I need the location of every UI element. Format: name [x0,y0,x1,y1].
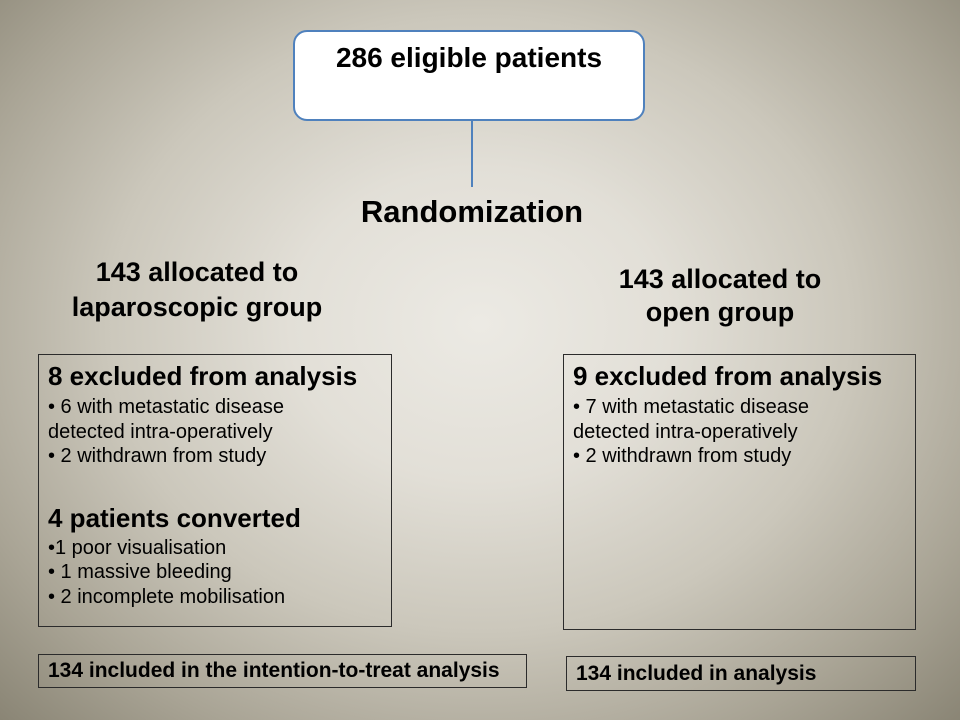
list-item: •1 poor visualisation [48,536,227,559]
excluded-heading: 9 excluded from analysis [573,361,883,391]
list-item: • 2 withdrawn from study [573,445,792,467]
open-details-box: 9 excluded from analysis • 7 with metast… [563,354,916,630]
enrollment-label: 286 eligible patients [335,42,603,73]
list-item: • 6 with metastatic disease [48,396,284,418]
allocation-count-line: 143 allocated to [618,264,822,294]
laparoscopic-analysis-box: 134 included in the intention-to-treat a… [38,654,527,688]
converted-list: •1 poor visualisation • 1 massive bleedi… [48,536,385,610]
excluded-heading: 8 excluded from analysis [48,361,358,391]
connector-line [471,121,473,187]
list-item: • 2 incomplete mobilisation [48,585,286,608]
excluded-list: • 7 with metastatic disease detected int… [573,395,909,469]
list-item: • 2 withdrawn from study [48,445,267,467]
allocation-laparoscopic: 143 allocated to laparoscopic group [47,255,347,325]
list-item: • 7 with metastatic disease [573,396,809,418]
allocation-group-line: open group [645,297,795,327]
laparoscopic-details-box: 8 excluded from analysis • 6 with metast… [38,354,392,627]
randomization-label: Randomization [360,194,584,229]
list-item: detected intra-operatively [573,420,798,443]
enrollment-box: 286 eligible patients [293,30,645,121]
allocation-group-line: laparoscopic group [71,292,323,322]
list-item: detected intra-operatively [48,420,273,443]
list-item: • 1 massive bleeding [48,561,232,583]
converted-heading: 4 patients converted [48,502,301,533]
open-analysis-box: 134 included in analysis [566,656,916,691]
excluded-list: • 6 with metastatic disease detected int… [48,395,385,469]
allocation-count-line: 143 allocated to [95,257,299,287]
allocation-open: 143 allocated to open group [570,263,870,329]
